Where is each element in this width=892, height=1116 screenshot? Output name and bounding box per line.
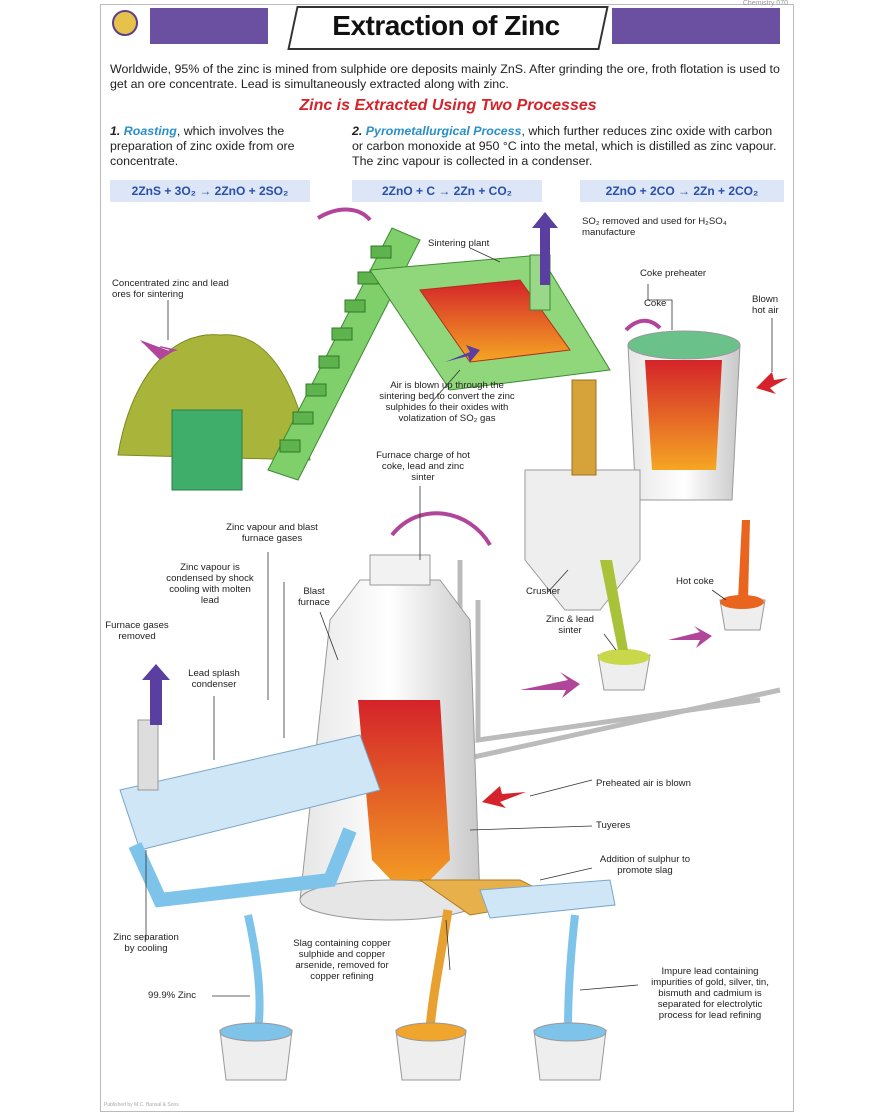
coke-preheater-fire — [645, 360, 722, 470]
crusher-feed — [571, 379, 597, 476]
intro-paragraph: Worldwide, 95% of the zinc is mined from… — [110, 62, 780, 91]
publisher-logo — [112, 10, 138, 36]
label-furnace-charge: Furnace charge of hot coke, lead and zin… — [376, 450, 470, 483]
ore-hopper — [171, 409, 243, 491]
footer-credit: Published by M.C. Bansal & Sons — [104, 1102, 179, 1108]
label-slag: Slag containing copper sulphide and copp… — [293, 938, 391, 982]
lead-stream — [564, 914, 579, 1031]
label-crusher: Crusher — [526, 586, 561, 597]
label-preheated-air: Preheated air is blown — [596, 778, 691, 789]
conveyor-rollers — [279, 245, 392, 453]
label-zinc-separation: Zinc separation by cooling — [113, 932, 179, 954]
equation-carbon-monoxide: 2ZnO + 2CO → 2Zn + 2CO₂ — [580, 180, 784, 202]
slag-stream — [425, 909, 453, 1031]
corner-tag: Chemistry 070 — [742, 0, 788, 7]
process-1: 1. Roasting, which involves the preparat… — [110, 124, 310, 169]
coke-ladle-content — [720, 595, 764, 609]
header-stripe-left — [150, 8, 268, 44]
equation-carbon: 2ZnO + C → 2Zn + CO₂ — [352, 180, 542, 202]
zinc-stream — [244, 914, 264, 1031]
arrow-air-blown — [445, 345, 480, 362]
blast-furnace-interior — [358, 700, 450, 900]
label-blast-furnace: Blast furnace — [298, 586, 330, 608]
process-1-name: Roasting — [123, 124, 177, 138]
equation-roasting: 2ZnS + 3O₂ → 2ZnO + 2SO₂ — [110, 180, 310, 202]
arrow-blown-hot-air — [756, 372, 788, 394]
coke-stream — [738, 520, 750, 600]
process-2-number: 2. — [352, 124, 363, 138]
section-subtitle: Zinc is Extracted Using Two Processes — [299, 97, 597, 114]
label-tuyeres: Tuyeres — [596, 820, 631, 831]
arrow-preheater-curve — [624, 318, 662, 332]
leader-lines — [145, 247, 773, 997]
arrow-so2-up — [532, 212, 558, 285]
furnace-top — [369, 554, 431, 586]
arrow-top-curve — [316, 207, 372, 222]
flow-arrows — [140, 207, 712, 698]
zinc-bucket — [219, 1022, 293, 1081]
label-impure-lead: Impure lead containing impurities of gol… — [651, 966, 769, 1021]
label-concentrated-ore: Concentrated zinc and lead ores for sint… — [112, 278, 229, 300]
arrow-gases-up — [142, 664, 170, 725]
label-hot-coke: Hot coke — [676, 576, 714, 587]
process-2-text: , which further reduces zinc oxide with … — [352, 124, 777, 168]
process-2-name: Pyrometallurgical Process — [365, 124, 522, 138]
arrow-crusher-out — [520, 672, 580, 698]
label-blown-hot-air: Blown hot air — [752, 294, 779, 316]
sinter-stream — [600, 560, 628, 650]
label-coke-preheater: Coke preheater — [640, 268, 707, 279]
process-1-text: , which involves the preparation of zinc… — [110, 124, 295, 168]
label-lead-splash: Lead splash condenser — [188, 668, 240, 690]
slag-bucket — [395, 1022, 467, 1081]
label-air-blown: Air is blown up through the sintering be… — [379, 380, 515, 424]
label-pure-zinc: 99.9% Zinc — [148, 990, 196, 1001]
arrow-coke-ladle — [668, 626, 712, 648]
lead-splash-condenser — [119, 734, 381, 851]
label-so2-removed: SO₂ removed and used for H₂SO₄ manufactu… — [582, 216, 727, 238]
sinter-ladle-content — [598, 649, 650, 665]
label-zinc-lead-sinter: Zinc & lead sinter — [546, 614, 594, 636]
arrow-preheated-air — [482, 786, 526, 808]
arrow-furnace-charge — [390, 511, 492, 547]
label-sulphur: Addition of sulphur to promote slag — [599, 854, 691, 876]
gas-outlet-pipe — [137, 719, 159, 791]
label-sintering-plant: Sintering plant — [428, 238, 490, 249]
lead-trough — [479, 879, 616, 919]
coke-preheater-rim — [627, 330, 741, 360]
header-stripe-right — [612, 8, 780, 44]
label-coke: Coke — [644, 298, 667, 309]
label-zinc-condensed: Zinc vapour is condensed by shock coolin… — [166, 562, 254, 606]
lead-bucket — [533, 1022, 607, 1081]
condenser-channel — [128, 827, 357, 908]
label-furnace-gases: Furnace gases removed — [105, 620, 169, 642]
label-zinc-vapour-gases: Zinc vapour and blast furnace gases — [226, 522, 318, 544]
process-2: 2. Pyrometallurgical Process, which furt… — [352, 124, 784, 169]
process-1-number: 1. — [110, 124, 121, 138]
page-title: Extraction of Zinc — [332, 10, 560, 41]
arrow-into-ore — [140, 340, 172, 360]
